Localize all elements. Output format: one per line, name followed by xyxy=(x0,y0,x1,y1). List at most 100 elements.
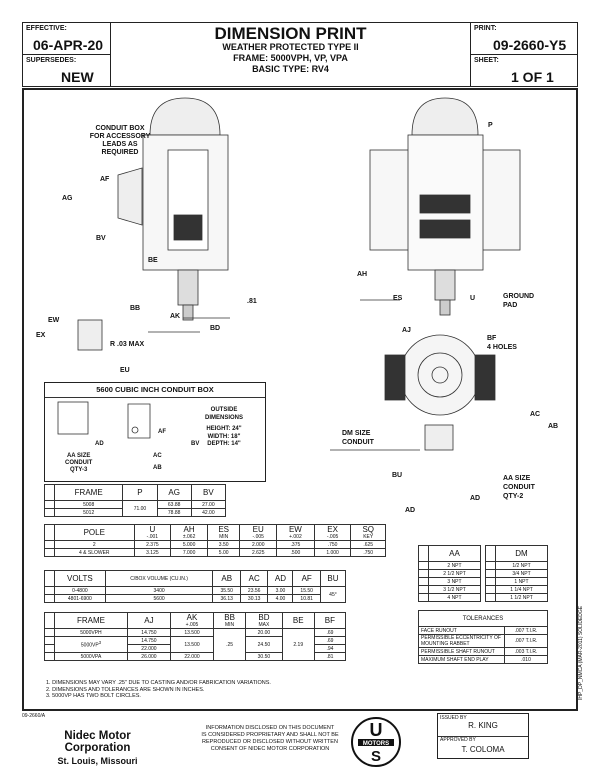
approved-label: APPROVED BY xyxy=(440,737,476,743)
cell: 1 1/2 NPT xyxy=(495,593,548,602)
header-sub: -.001 xyxy=(146,534,159,540)
cell: FRAME xyxy=(54,612,128,629)
company-block: Nidec Motor Corporation St. Louis, Misso… xyxy=(30,730,165,766)
header-label: EU xyxy=(252,525,264,534)
callout-for-accessory: FOR ACCESSORY xyxy=(90,133,151,140)
table-row: AA xyxy=(418,545,481,562)
frame-line: FRAME: 5000VPH, VP, VPA xyxy=(233,53,348,63)
supersedes-cell: SUPERSEDES: NEW xyxy=(22,54,111,87)
cell xyxy=(418,561,429,570)
outside-label: OUTSIDE xyxy=(210,407,238,413)
cell xyxy=(418,569,429,578)
cell xyxy=(44,594,55,603)
table-row: MAXIMUM SHAFT END PLAY.010 xyxy=(418,655,548,664)
cell: 1/2 NPT xyxy=(495,561,548,570)
header-sub: +.002 xyxy=(289,534,302,540)
cell: .007 T.I.R. xyxy=(504,626,548,635)
callout-dm-conduit: CONDUIT xyxy=(342,439,375,446)
cell: 23.56 xyxy=(239,586,269,595)
motor-top-dome xyxy=(149,97,221,136)
header-sub: -.005 xyxy=(252,534,264,540)
sheet-value: 1 OF 1 xyxy=(511,69,554,85)
cell: 1 1/4 NPT xyxy=(495,585,548,594)
cell: .81 xyxy=(313,652,347,661)
dim-eu: EU xyxy=(120,367,130,374)
callout-dm-size: DM SIZE xyxy=(342,430,371,437)
cell: U-.001 xyxy=(133,524,172,541)
cell: EW+.002 xyxy=(276,524,315,541)
cell: 4801-6900 xyxy=(54,594,106,603)
callout-4-holes: 4 HOLES xyxy=(487,344,517,351)
depth-value: DEPTH: 14" xyxy=(207,441,241,447)
dim-ad-2: AD xyxy=(405,507,415,514)
cell: 5000VPA xyxy=(54,652,128,661)
cell: C/BOX VOLUME (CU.IN.) xyxy=(104,570,214,587)
note-2: 2. DIMENSIONS AND TOLERANCES ARE SHOWN I… xyxy=(46,686,205,693)
effective-date: 06-APR-20 xyxy=(33,37,104,53)
cell xyxy=(44,548,55,557)
issued-label: ISSUED BY xyxy=(440,715,467,721)
cell: AC xyxy=(239,570,269,587)
print-number: 09-2660-Y5 xyxy=(493,37,567,53)
cell: 2.19 xyxy=(281,628,315,661)
dim-081: .81 xyxy=(247,298,257,305)
dimension-labels: CONDUIT BOX FOR ACCESSORY LEADS AS REQUI… xyxy=(36,122,558,514)
cell xyxy=(485,545,496,562)
header-sub: MAX xyxy=(258,622,270,628)
cbox-ac: AC xyxy=(153,453,162,459)
dim-bv: BV xyxy=(96,235,106,242)
table-row: TOLERANCES xyxy=(418,610,548,627)
cell: BE xyxy=(281,612,315,629)
header-label: AK xyxy=(186,613,198,622)
cbox-bv: BV xyxy=(191,441,200,447)
cell: 36.13 xyxy=(212,594,241,603)
cell xyxy=(485,561,496,570)
disclaimer-line: IS CONSIDERED PROPRIETARY AND SHALL NOT … xyxy=(201,732,339,738)
dim-p: P xyxy=(488,122,493,129)
table-row: 3/4 NPT xyxy=(485,569,548,578)
cell: 24.50 xyxy=(245,636,283,653)
callout-aa-conduit: CONDUIT xyxy=(503,484,536,491)
cbox-ad: AD xyxy=(95,441,104,447)
header-label: EX xyxy=(327,525,338,534)
cell: 30.13 xyxy=(239,594,269,603)
cell xyxy=(44,524,55,541)
cell: 22.000 xyxy=(126,644,171,653)
cell: 14.750 xyxy=(126,636,171,645)
cell: DM xyxy=(495,545,548,562)
dim-ah: AH xyxy=(357,271,367,278)
header-sub: ±.062 xyxy=(182,534,196,540)
cell: 2.375 xyxy=(133,540,172,549)
supersedes-label: SUPERSEDES: xyxy=(26,57,77,64)
table-row: 3 NPT xyxy=(418,577,481,586)
cell: 42.00 xyxy=(190,508,227,517)
header-label: BB xyxy=(224,613,235,622)
cell: PERMISSIBLE SHAFT RUNOUT xyxy=(418,647,505,656)
company-location: St. Louis, Missouri xyxy=(57,756,138,766)
cell: EU-.005 xyxy=(239,524,278,541)
cell: 0-4800 xyxy=(54,586,106,595)
cell: AD xyxy=(267,570,294,587)
cell xyxy=(44,570,55,587)
cbox-aa-callout: AA SIZE CONDUIT QTY-3 xyxy=(65,453,92,474)
header-label: U xyxy=(149,525,156,534)
cell: VOLTS xyxy=(54,570,106,587)
callout-leads-as: LEADS AS xyxy=(102,141,137,148)
cell: BF xyxy=(313,612,347,629)
dim-ad: AD xyxy=(470,495,480,502)
cell xyxy=(485,569,496,578)
us-motors-logo: U MOTORS S xyxy=(351,717,401,767)
table-row: PERMISSIBLE SHAFT RUNOUT.003 T.I.R. xyxy=(418,647,548,656)
cell: 4 & SLOWER xyxy=(54,548,135,557)
cell: 3.50 xyxy=(206,540,241,549)
cell: 5600 xyxy=(104,594,214,603)
cell: 20.00 xyxy=(245,628,283,637)
dim-ac: AC xyxy=(530,411,540,418)
cell xyxy=(418,577,429,586)
